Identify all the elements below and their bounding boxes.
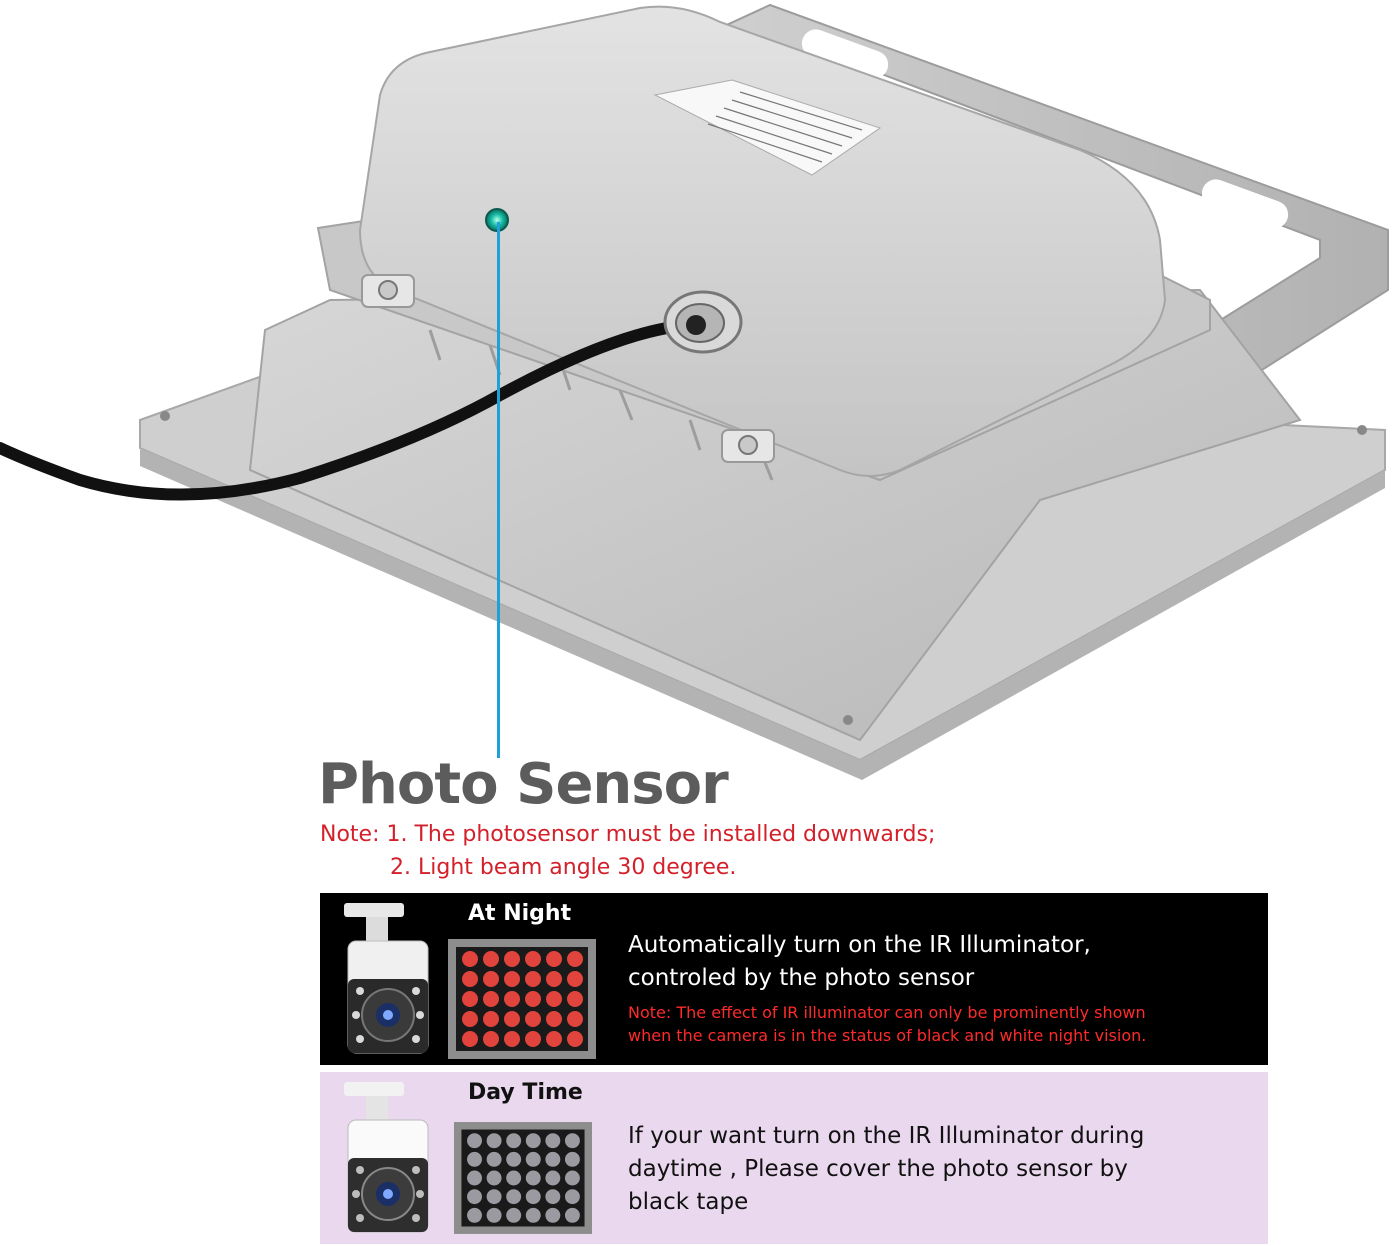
security-camera-icon (344, 1082, 429, 1233)
led-dot (462, 971, 478, 987)
led-dot (486, 1170, 502, 1186)
led-dot (467, 1207, 482, 1223)
night-label: At Night (468, 901, 572, 926)
ir-illuminator-product-image (0, 3, 1389, 780)
led-dot (564, 1151, 580, 1167)
led-dot (545, 1133, 561, 1149)
security-camera-icon (344, 903, 429, 1054)
day-panel: Day Time If your want turn on the IR Ill… (320, 1072, 1268, 1244)
led-dot (483, 1011, 499, 1027)
product-label-sticker (653, 79, 882, 176)
led-dot (567, 1031, 583, 1047)
led-dot (504, 1011, 520, 1027)
led-dot (504, 1031, 520, 1047)
led-dot (567, 971, 583, 987)
led-dot (564, 1133, 580, 1149)
led-dot (483, 951, 499, 967)
led-dot (525, 991, 541, 1007)
night-note: Note: The effect of IR illuminator can o… (628, 1003, 1147, 1045)
led-dot (504, 991, 520, 1007)
led-dot (564, 1189, 580, 1205)
led-dot (567, 951, 583, 967)
led-dot (545, 1207, 561, 1223)
led-dot (504, 971, 520, 987)
led-dot (506, 1151, 522, 1167)
page-title: Photo Sensor (318, 752, 729, 817)
led-dot (486, 1151, 502, 1167)
led-dot (486, 1189, 502, 1205)
led-dot (525, 1031, 541, 1047)
led-dot (462, 991, 478, 1007)
led-dot (525, 1133, 541, 1149)
night-headline: Automatically turn on the IR Illuminator… (628, 932, 1091, 991)
led-dot (525, 1011, 541, 1027)
led-dot (564, 1170, 580, 1186)
led-dot (462, 1011, 478, 1027)
led-dot (462, 951, 478, 967)
day-text: If your want turn on the IR Illuminator … (628, 1123, 1145, 1215)
led-dot (506, 1170, 522, 1186)
top-housing (316, 5, 1211, 482)
led-dot (467, 1151, 482, 1167)
install-note-1: Note: 1. The photosensor must be install… (320, 822, 936, 847)
led-dot (506, 1189, 522, 1205)
power-cable (0, 290, 743, 501)
led-dot (546, 1011, 562, 1027)
led-dot (525, 1151, 541, 1167)
ir-led-array-icon (448, 939, 596, 1059)
night-panel: At Night Automatically turn on the IR Il… (320, 893, 1268, 1065)
led-dot (506, 1207, 522, 1223)
led-dot (525, 1189, 541, 1205)
led-dot (525, 1207, 541, 1223)
led-dot (506, 1133, 522, 1149)
led-dot (546, 971, 562, 987)
led-dot (504, 951, 520, 967)
led-dot (483, 1031, 499, 1047)
ir-led-array-icon (454, 1122, 592, 1234)
led-dot (545, 1170, 561, 1186)
led-dot (545, 1189, 561, 1205)
day-label: Day Time (468, 1080, 583, 1105)
led-dot (567, 991, 583, 1007)
led-dot (525, 971, 541, 987)
led-dot (525, 1170, 541, 1186)
led-dot (486, 1207, 502, 1223)
led-dot (567, 1011, 583, 1027)
led-dot (546, 951, 562, 967)
led-dot (467, 1170, 482, 1186)
led-dot (483, 971, 499, 987)
led-dot (545, 1151, 561, 1167)
led-dot (546, 1031, 562, 1047)
callout-line (497, 222, 500, 758)
led-dot (486, 1133, 502, 1149)
led-dot (564, 1207, 580, 1223)
led-dot (462, 1031, 478, 1047)
led-dot (467, 1189, 482, 1205)
led-dot (483, 991, 499, 1007)
led-dot (525, 951, 541, 967)
led-dot (467, 1133, 482, 1149)
led-dot (546, 991, 562, 1007)
install-note-2: 2. Light beam angle 30 degree. (390, 855, 737, 880)
